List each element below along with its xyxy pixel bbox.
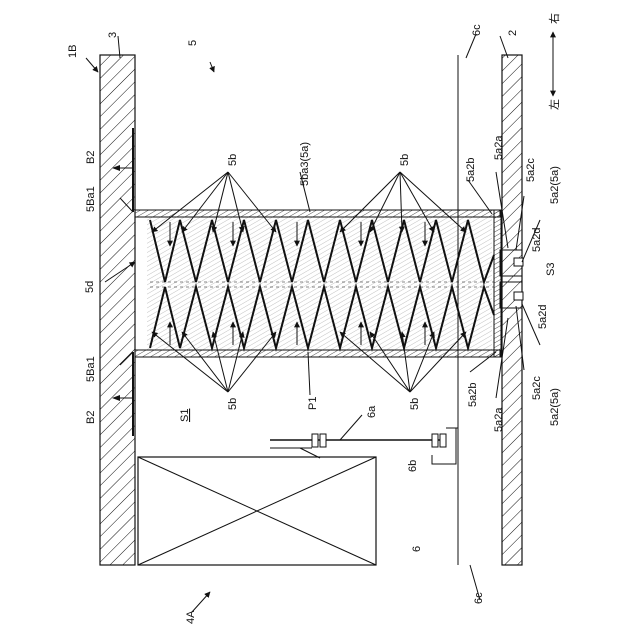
label-s1: S1: [179, 409, 191, 422]
label-p1: P1: [307, 397, 319, 410]
label-b2-top: B2: [85, 151, 97, 164]
wall-3: [100, 55, 135, 565]
label-5a2a-bottom: 5a2a: [493, 407, 505, 432]
label-5a2a-top: 5a2a: [493, 135, 505, 160]
label-5b-bottom-left: 5b: [227, 398, 239, 410]
label-wall-3: 3: [107, 32, 119, 38]
label-unit-5: 5: [187, 40, 199, 46]
label-5a2b-top: 5a2b: [465, 158, 477, 182]
fan-unit-4a: [138, 457, 376, 565]
pleated-filter-media: [147, 217, 494, 350]
label-6: 6: [411, 546, 423, 552]
label-5a2b-bottom: 5a2b: [467, 383, 479, 407]
label-5ba3: 5ba3(5a): [299, 142, 311, 186]
label-6c-top: 6c: [471, 24, 483, 36]
label-5a2c-top: 5a2c: [525, 158, 537, 182]
label-6b: 6b: [407, 460, 419, 472]
label-5a2d-bottom: 5a2d: [537, 305, 549, 329]
label-4a: 4A: [185, 610, 197, 624]
label-5a2-5a-bottom: 5a2(5a): [549, 388, 561, 426]
label-s3: S3: [545, 263, 557, 276]
label-5a2-5a-top: 5a2(5a): [549, 166, 561, 204]
label-6a: 6a: [366, 405, 378, 418]
label-1b: 1B: [67, 45, 79, 58]
label-6c-bottom: 6c: [473, 592, 485, 604]
label-5ba1-bottom: 5Ba1: [85, 356, 97, 382]
label-5b-top-left: 5b: [227, 154, 239, 166]
label-wall-2: 2: [507, 30, 519, 36]
label-right: 右: [547, 13, 561, 24]
label-5a2c-bottom: 5a2c: [531, 376, 543, 400]
wall-2: [502, 55, 522, 565]
label-5a2d-top: 5a2d: [531, 228, 543, 252]
label-b2-bottom: B2: [85, 411, 97, 424]
label-5b-top-right: 5b: [399, 154, 411, 166]
label-5ba1-top: 5Ba1: [85, 186, 97, 212]
label-5b-bottom-right: 5b: [409, 398, 421, 410]
label-5d: 5d: [84, 281, 96, 293]
label-left: 左: [548, 99, 561, 110]
